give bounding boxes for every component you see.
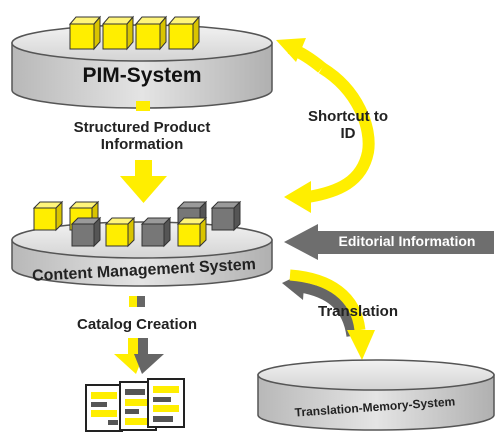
data-cube-icon	[101, 15, 135, 51]
pim-data-cubes	[68, 15, 201, 51]
cms-output-marker-yellow	[129, 296, 137, 307]
translation-arrows	[282, 269, 375, 360]
cms-data-cubes	[32, 200, 242, 248]
structured-info-arrow	[120, 160, 167, 203]
data-cube-icon	[68, 15, 102, 51]
catalog-creation-label: Catalog Creation	[76, 316, 197, 333]
data-cube-icon	[167, 15, 201, 51]
data-cube-icon	[176, 216, 208, 248]
data-cube-icon	[70, 216, 102, 248]
data-cube-icon	[32, 200, 64, 232]
pim-output-marker	[136, 101, 150, 111]
cms-output-marker-gray	[137, 296, 145, 307]
tms-disk	[257, 359, 495, 431]
catalog-creation-arrow	[114, 338, 164, 374]
editorial-info-arrow	[284, 224, 494, 260]
shortcut-label: Shortcut to ID	[308, 108, 388, 143]
data-cube-icon	[104, 216, 136, 248]
data-cube-icon	[140, 216, 172, 248]
editorial-info-label: Editorial Information	[338, 233, 476, 249]
shortcut-arrow	[276, 38, 375, 213]
pim-system-label: PIM-System	[82, 64, 202, 87]
data-cube-icon	[134, 15, 168, 51]
structured-info-label: Structured Product Information	[73, 119, 211, 154]
data-cube-icon	[210, 200, 242, 232]
catalog-pages-icon	[85, 378, 185, 432]
translation-label: Translation	[317, 303, 399, 320]
